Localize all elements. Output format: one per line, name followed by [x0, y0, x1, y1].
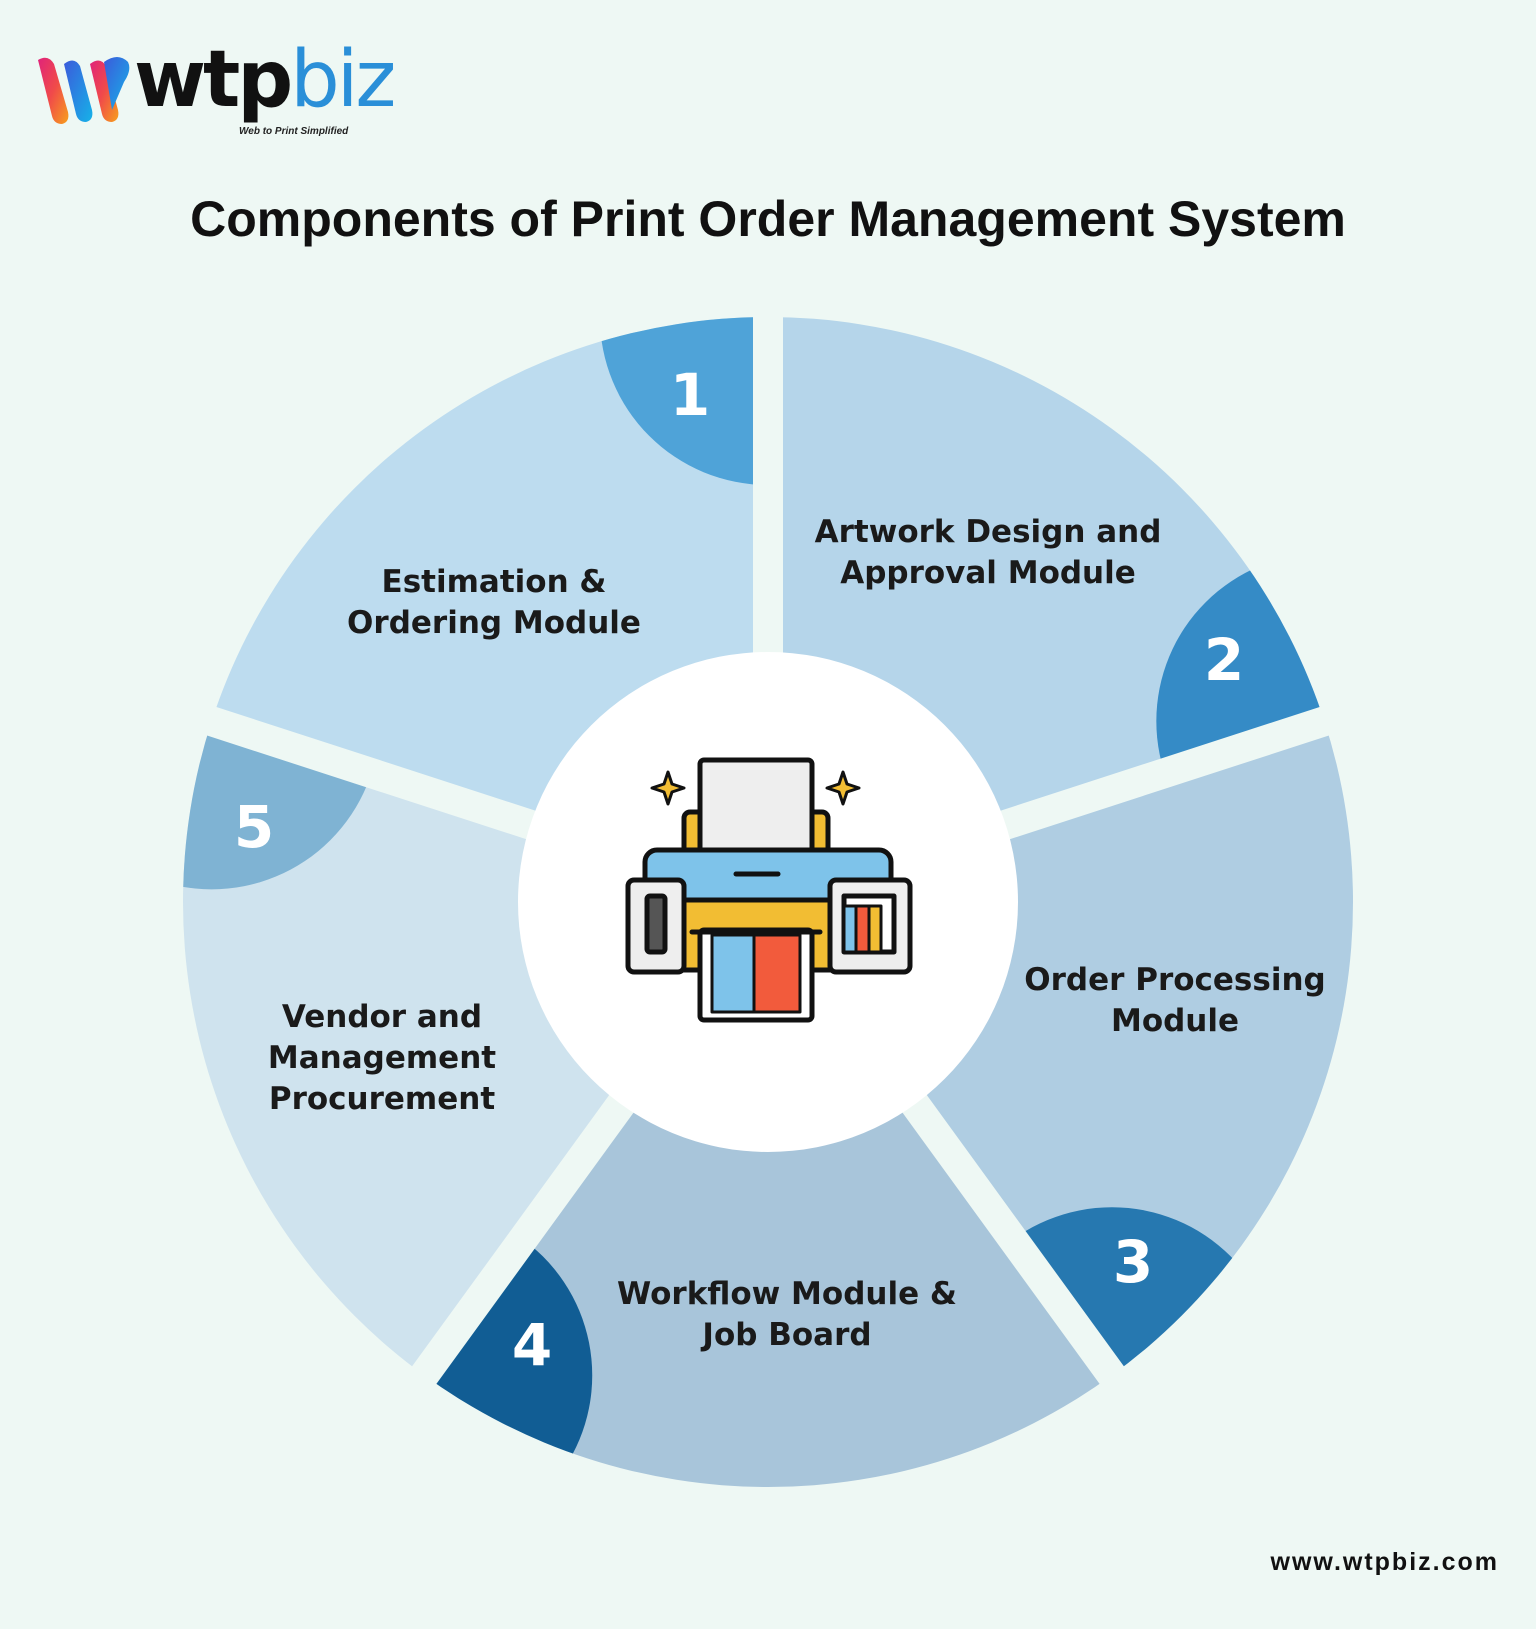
segment-1-label: Estimation & Ordering Module	[347, 564, 641, 641]
segment-5-label-line: Management	[268, 1040, 496, 1076]
page-title: Components of Print Order Management Sys…	[190, 191, 1346, 247]
segment-1-number-badge	[599, 317, 768, 485]
segment-1-label-line: Estimation &	[382, 564, 607, 600]
segment-4-label-line: Workflow Module &	[617, 1276, 957, 1312]
segment-2-label-line: Artwork Design and	[815, 514, 1162, 550]
segment-5-label-line: Vendor and	[282, 999, 482, 1035]
segment-4-number: 4	[512, 1311, 552, 1379]
segment-4-label-line: Job Board	[700, 1317, 871, 1353]
segment-2-number: 2	[1204, 626, 1244, 694]
segment-5-number: 5	[234, 793, 274, 861]
segment-4-wedge	[424, 902, 1112, 1487]
segment-2-label-line: Approval Module	[840, 555, 1136, 591]
logo-tagline: Web to Print Simplified	[239, 126, 349, 137]
segment-3-label-line: Order Processing	[1024, 962, 1325, 998]
logo-wordmark: wtpbiz	[134, 34, 396, 128]
segment-5-label-line: Procurement	[269, 1081, 495, 1117]
segment-3-number: 3	[1113, 1228, 1153, 1296]
segment-4-label: Workflow Module & Job Board	[617, 1276, 957, 1353]
segment-3-label-line: Module	[1111, 1003, 1239, 1039]
segment-1-number: 1	[670, 361, 710, 429]
logo-wordmark-accent: biz	[290, 35, 396, 125]
logo-wordmark-dark: wtp	[134, 35, 293, 125]
segment-1-label-line: Ordering Module	[347, 605, 641, 641]
w-logo-icon	[38, 57, 130, 124]
printer-icon	[625, 757, 913, 1023]
wtpbiz-logo: wtpbiz Web to Print Simplified	[34, 35, 396, 142]
footer-website-url: www.wtpbiz.com	[1270, 1548, 1499, 1576]
